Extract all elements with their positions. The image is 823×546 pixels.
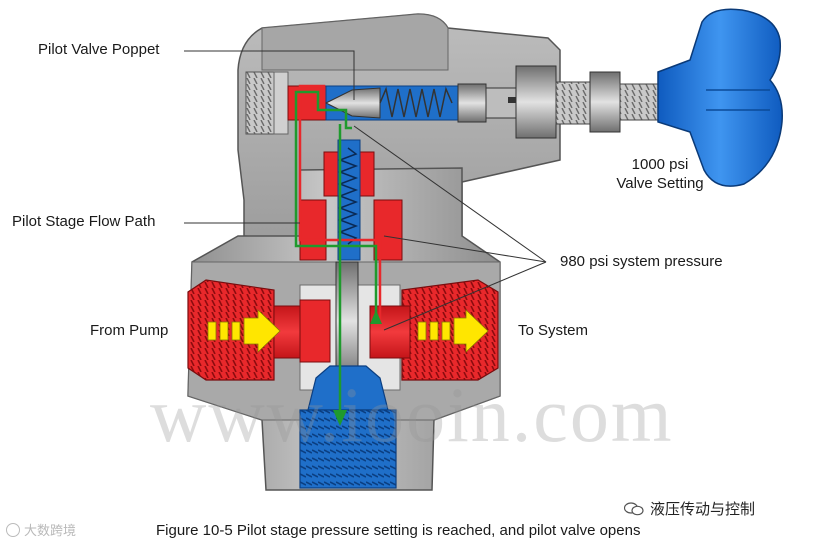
leader-system-pressure-c — [383, 261, 547, 331]
chat-bubble-icon — [624, 502, 644, 516]
label-pilot-stage-flow-path: Pilot Stage Flow Path — [12, 213, 156, 230]
leader-pilot-valve-poppet — [184, 50, 355, 100]
corner-watermark-text: 大数跨境 — [24, 523, 77, 538]
outlet-flow-arrow — [417, 309, 489, 353]
drain-port — [299, 365, 397, 489]
inlet-flow-arrow — [207, 309, 281, 353]
adjusting-assembly — [515, 8, 783, 187]
label-to-system: To System — [518, 322, 589, 339]
leader-system-pressure-a — [353, 125, 547, 263]
pilot-flow-path — [294, 84, 382, 426]
label-system-pressure: 980 psi system pressure — [560, 253, 723, 270]
brand-badge: 液压传动与控制 — [624, 498, 755, 519]
corner-watermark: 大数跨境 — [6, 520, 76, 539]
leader-system-pressure-b — [383, 235, 547, 263]
brand-name: 液压传动与控制 — [650, 501, 756, 518]
adjusting-knob — [657, 8, 783, 187]
label-valve-setting-value: 1000 psi — [631, 156, 689, 173]
drain-arrowhead — [333, 410, 347, 426]
label-from-pump: From Pump — [90, 322, 169, 339]
pilot-spring — [379, 86, 453, 118]
label-valve-setting: 1000 psi Valve Setting — [600, 155, 720, 193]
pilot-arrowhead — [370, 310, 382, 324]
main-spool — [299, 139, 403, 381]
leader-lines — [184, 50, 547, 331]
label-valve-setting-text: Valve Setting — [616, 175, 704, 192]
inlet-port — [187, 279, 331, 381]
figure-caption: Figure 10-5 Pilot stage pressure setting… — [156, 522, 641, 539]
corner-logo-icon — [6, 523, 20, 537]
watermark: www.iooin.com — [150, 371, 674, 458]
flow-arrows — [207, 309, 489, 353]
pilot-left-thread — [245, 71, 289, 135]
pilot-bore — [287, 83, 530, 123]
label-pilot-valve-poppet: Pilot Valve Poppet — [38, 41, 160, 58]
